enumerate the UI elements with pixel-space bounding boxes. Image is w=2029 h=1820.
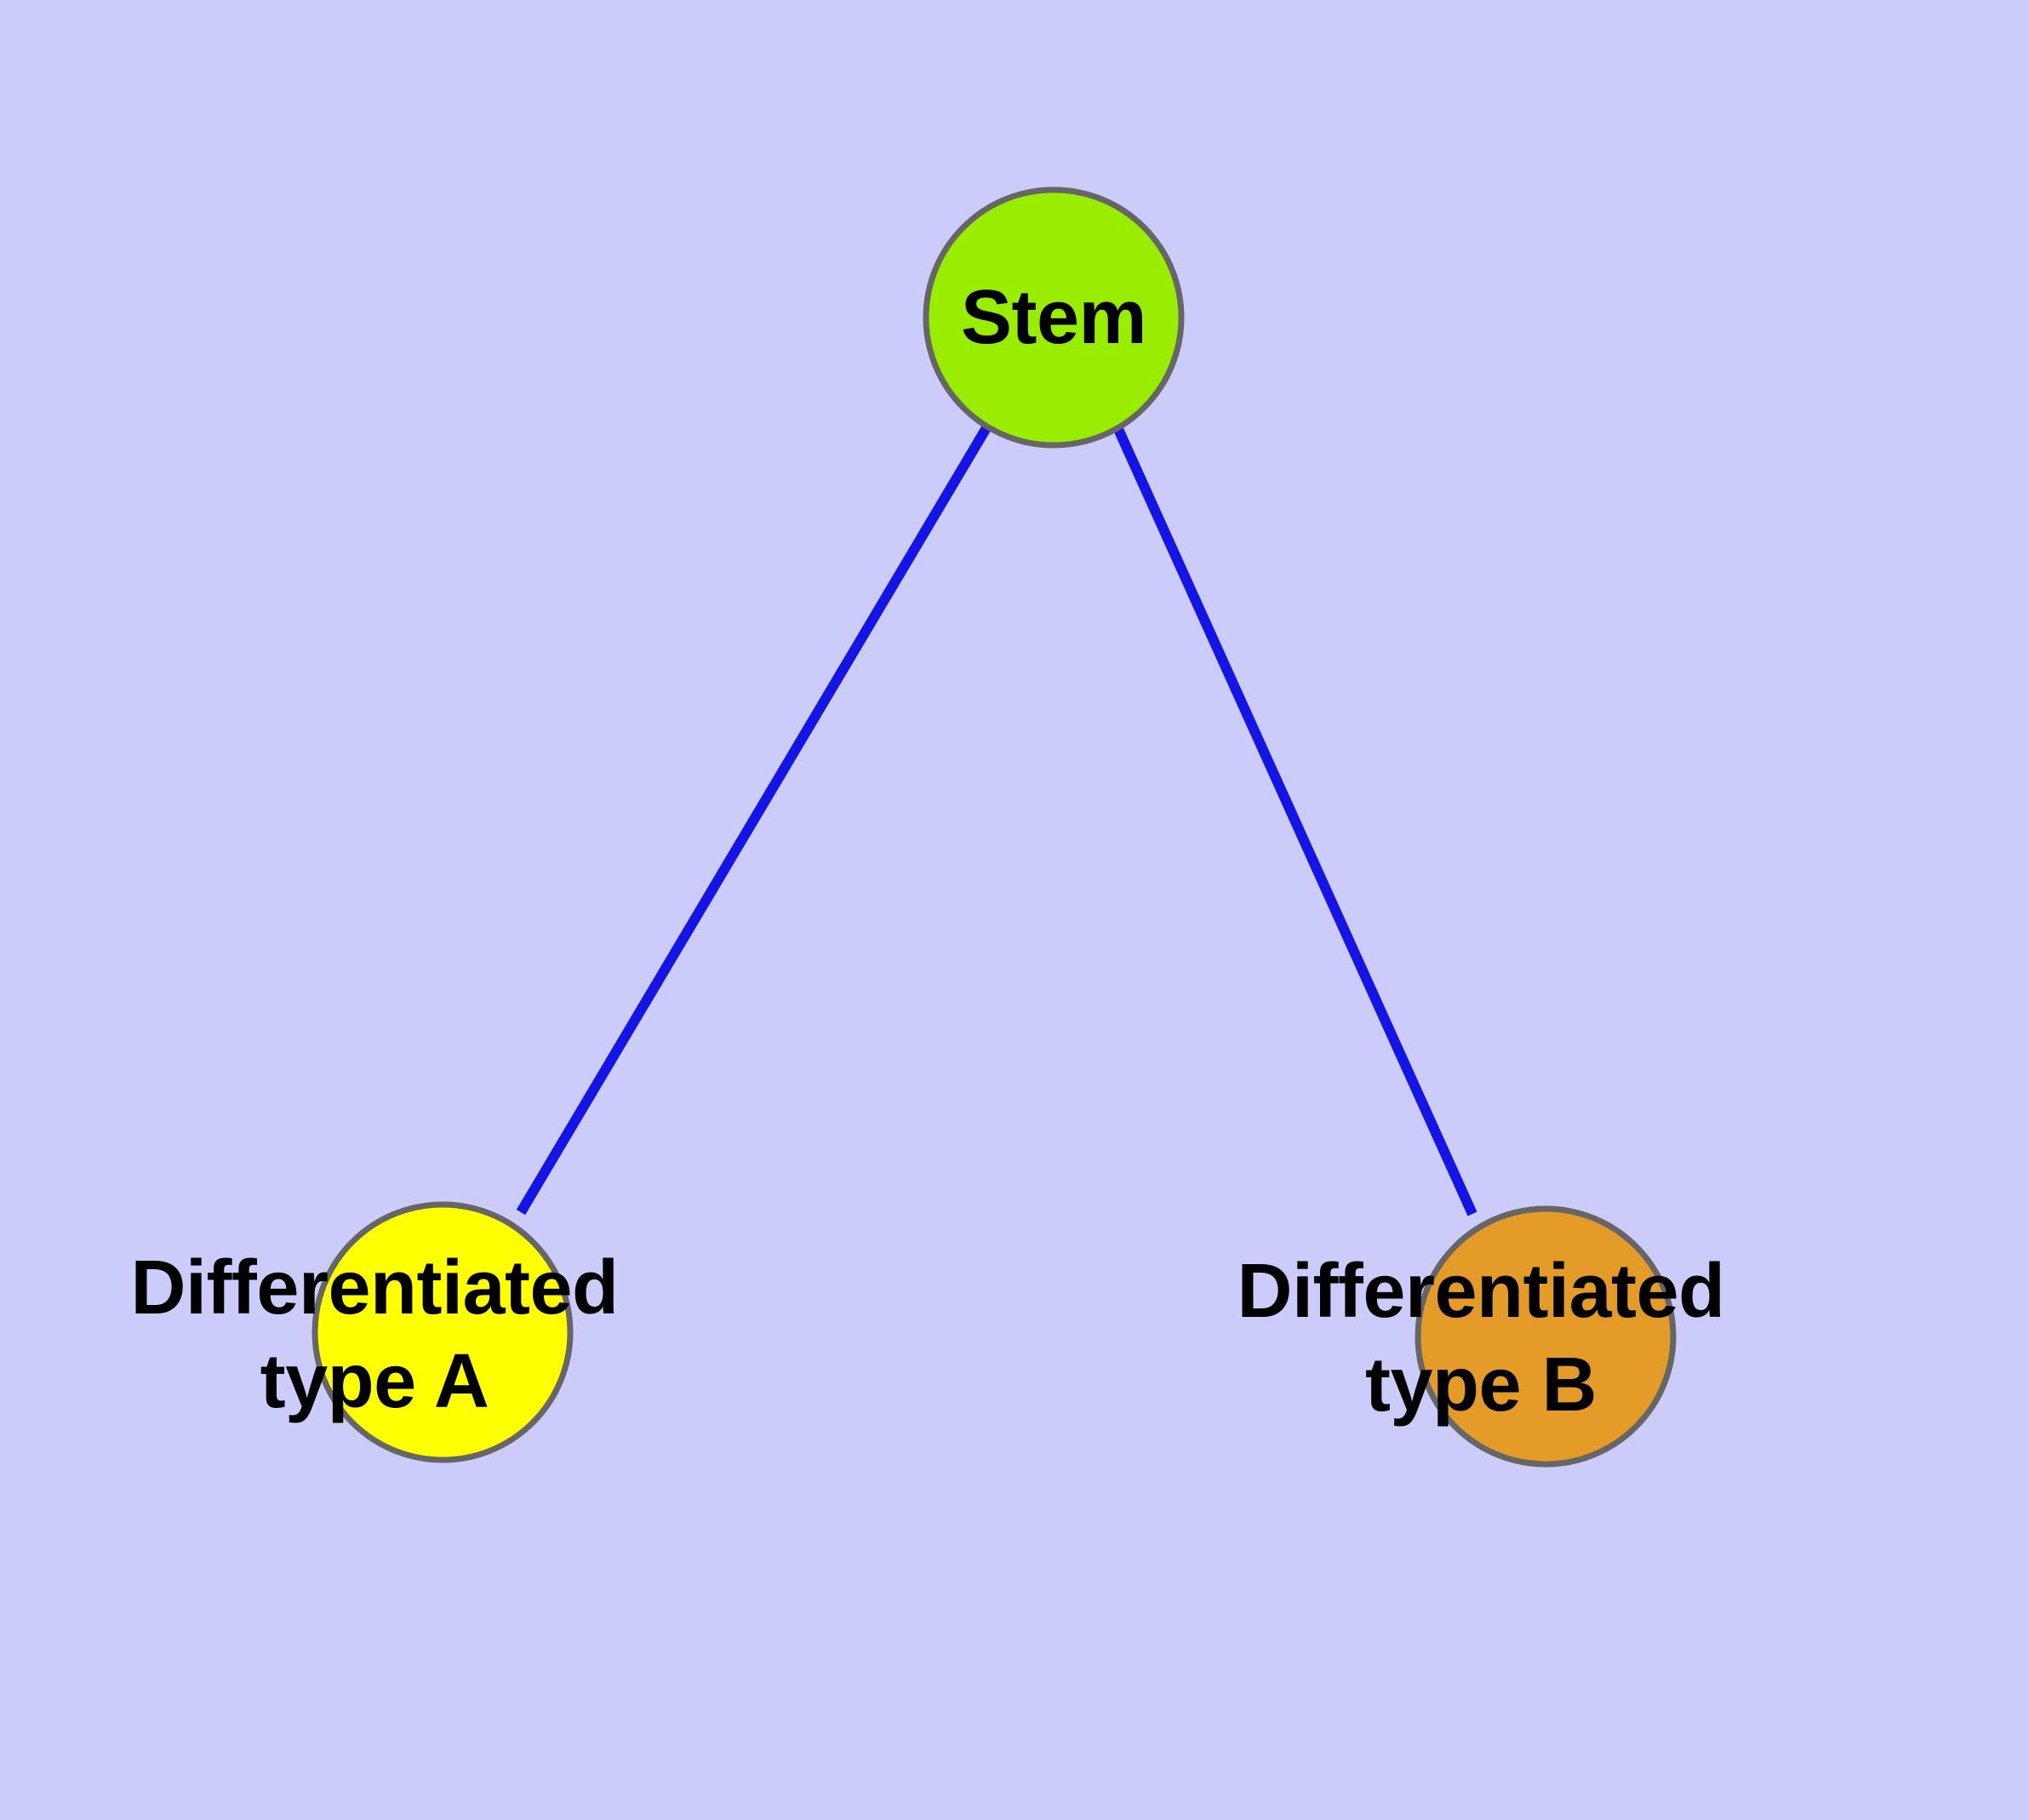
edge-stem-to-diff-a <box>516 423 992 1216</box>
node-stem-circle[interactable] <box>923 186 1185 449</box>
node-differentiated-type-b-circle[interactable] <box>1415 1205 1677 1468</box>
node-differentiated-type-a-circle[interactable] <box>311 1201 574 1463</box>
edge-layer <box>516 423 1477 1216</box>
edge-stem-to-diff-b <box>1112 425 1477 1216</box>
node-layer <box>311 186 1677 1468</box>
